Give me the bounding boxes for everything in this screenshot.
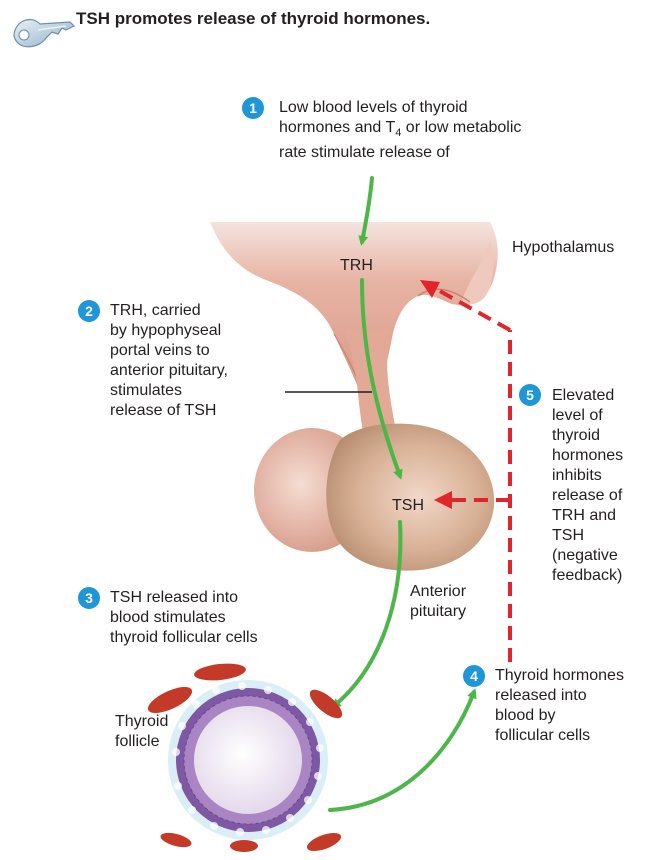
- step-1-line: hormones and T4 or low metabolic: [279, 118, 521, 143]
- step-2-text: TRH, carried by hypophyseal portal veins…: [110, 301, 228, 421]
- step-3-line: thyroid follicular cells: [110, 628, 258, 648]
- step-5-line: hormones: [552, 446, 623, 466]
- step-1-line: rate stimulate release of: [279, 143, 521, 163]
- anterior-pituitary-line: Anterior: [410, 582, 466, 602]
- step-4-line: released into: [495, 686, 624, 706]
- step-5-line: level of: [552, 406, 623, 426]
- step-4-line: Thyroid hormones: [495, 666, 624, 686]
- step-5-line: inhibits: [552, 466, 623, 486]
- step-3-line: blood stimulates: [110, 608, 258, 628]
- step-4-number: 4: [463, 665, 485, 687]
- page-title: TSH promotes release of thyroid hormones…: [76, 9, 430, 29]
- step-4-line: follicular cells: [495, 726, 624, 746]
- thyroid-follicle-line: follicle: [115, 732, 168, 752]
- step-4-line: blood by: [495, 706, 624, 726]
- step-5-line: feedback): [552, 566, 623, 586]
- trh-label: TRH: [340, 256, 373, 276]
- thyroid-follicle-line: Thyroid: [115, 712, 168, 732]
- step-2-line: anterior pituitary,: [110, 361, 228, 381]
- step-5-line: TSH: [552, 526, 623, 546]
- step-5-text: Elevated level of thyroid hormones inhib…: [552, 386, 623, 586]
- step-5-line: TRH and: [552, 506, 623, 526]
- step-2-line: TRH, carried: [110, 301, 228, 321]
- step-5-line: Elevated: [552, 386, 623, 406]
- hypothalamus-label: Hypothalamus: [512, 238, 614, 258]
- step-2-line: stimulates: [110, 381, 228, 401]
- step-2-line: release of TSH: [110, 401, 228, 421]
- step-5-line: (negative: [552, 546, 623, 566]
- step-1-text: Low blood levels of thyroid hormones and…: [279, 98, 521, 163]
- step-1-number: 1: [242, 97, 264, 119]
- key-icon: [14, 20, 74, 47]
- step-2-line: portal veins to: [110, 341, 228, 361]
- hypothalamus-shape: [210, 222, 498, 392]
- step-3-text: TSH released into blood stimulates thyro…: [110, 588, 258, 648]
- step-2-number: 2: [78, 300, 100, 322]
- step-2-line: by hypophyseal: [110, 321, 228, 341]
- step-1-line: Low blood levels of thyroid: [279, 98, 521, 118]
- tsh-label: TSH: [392, 496, 424, 516]
- arrow-follicle-to-blood: [330, 692, 474, 810]
- step-3-line: TSH released into: [110, 588, 258, 608]
- step-5-line: release of: [552, 486, 623, 506]
- thyroid-follicle-shape: [168, 680, 328, 840]
- anterior-pituitary-label: Anterior pituitary: [410, 582, 466, 622]
- anterior-pituitary-line: pituitary: [410, 602, 466, 622]
- step-4-text: Thyroid hormones released into blood by …: [495, 666, 624, 746]
- step-5-line: thyroid: [552, 426, 623, 446]
- step-5-number: 5: [519, 384, 541, 406]
- step-3-number: 3: [78, 587, 100, 609]
- thyroid-follicle-label: Thyroid follicle: [115, 712, 168, 752]
